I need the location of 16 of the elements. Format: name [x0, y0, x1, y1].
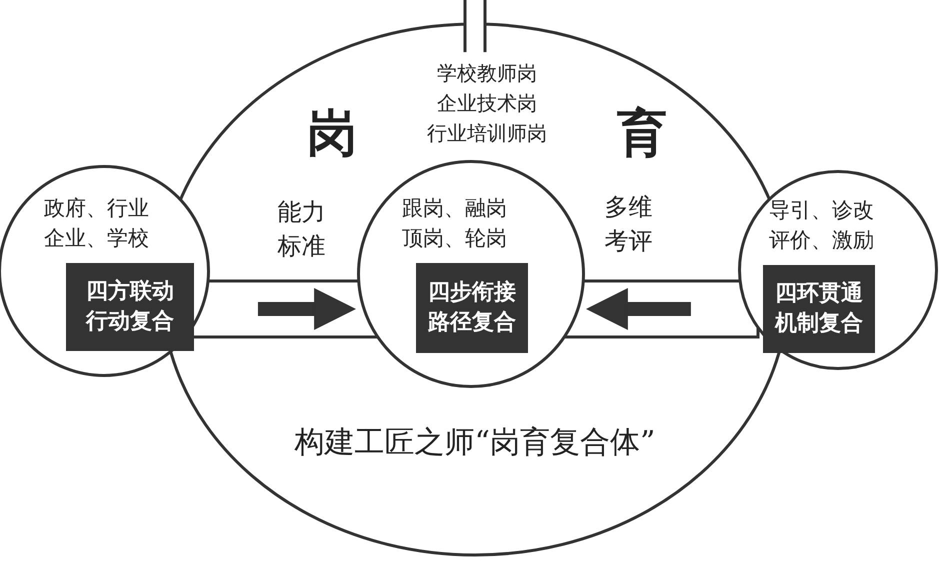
title-box: 四环贯通机制复合: [763, 265, 875, 353]
heading-char: 岗: [307, 104, 357, 162]
caption-text: 构建工匠之师“岗育复合体”: [294, 425, 656, 460]
role-text: 学校教师岗: [437, 61, 537, 85]
edge-label: 多维考评: [603, 192, 654, 257]
title-box: 四方联动行动复合: [66, 263, 194, 351]
title-box: 四步衔接路径复合: [416, 263, 528, 353]
role-text: 企业技术岗: [437, 91, 537, 115]
arrow: [586, 288, 691, 330]
role-text: 行业培训师岗: [427, 121, 547, 145]
arrow: [258, 288, 356, 330]
circle-text: 政府、行业企业、学校: [43, 195, 150, 252]
circle-text: 导引、诊改评价、激励: [768, 197, 876, 254]
edge-label: 能力标准: [276, 197, 326, 262]
heading-char: 育: [617, 104, 667, 162]
circle-text: 跟岗、融岗顶岗、轮岗: [401, 195, 508, 252]
